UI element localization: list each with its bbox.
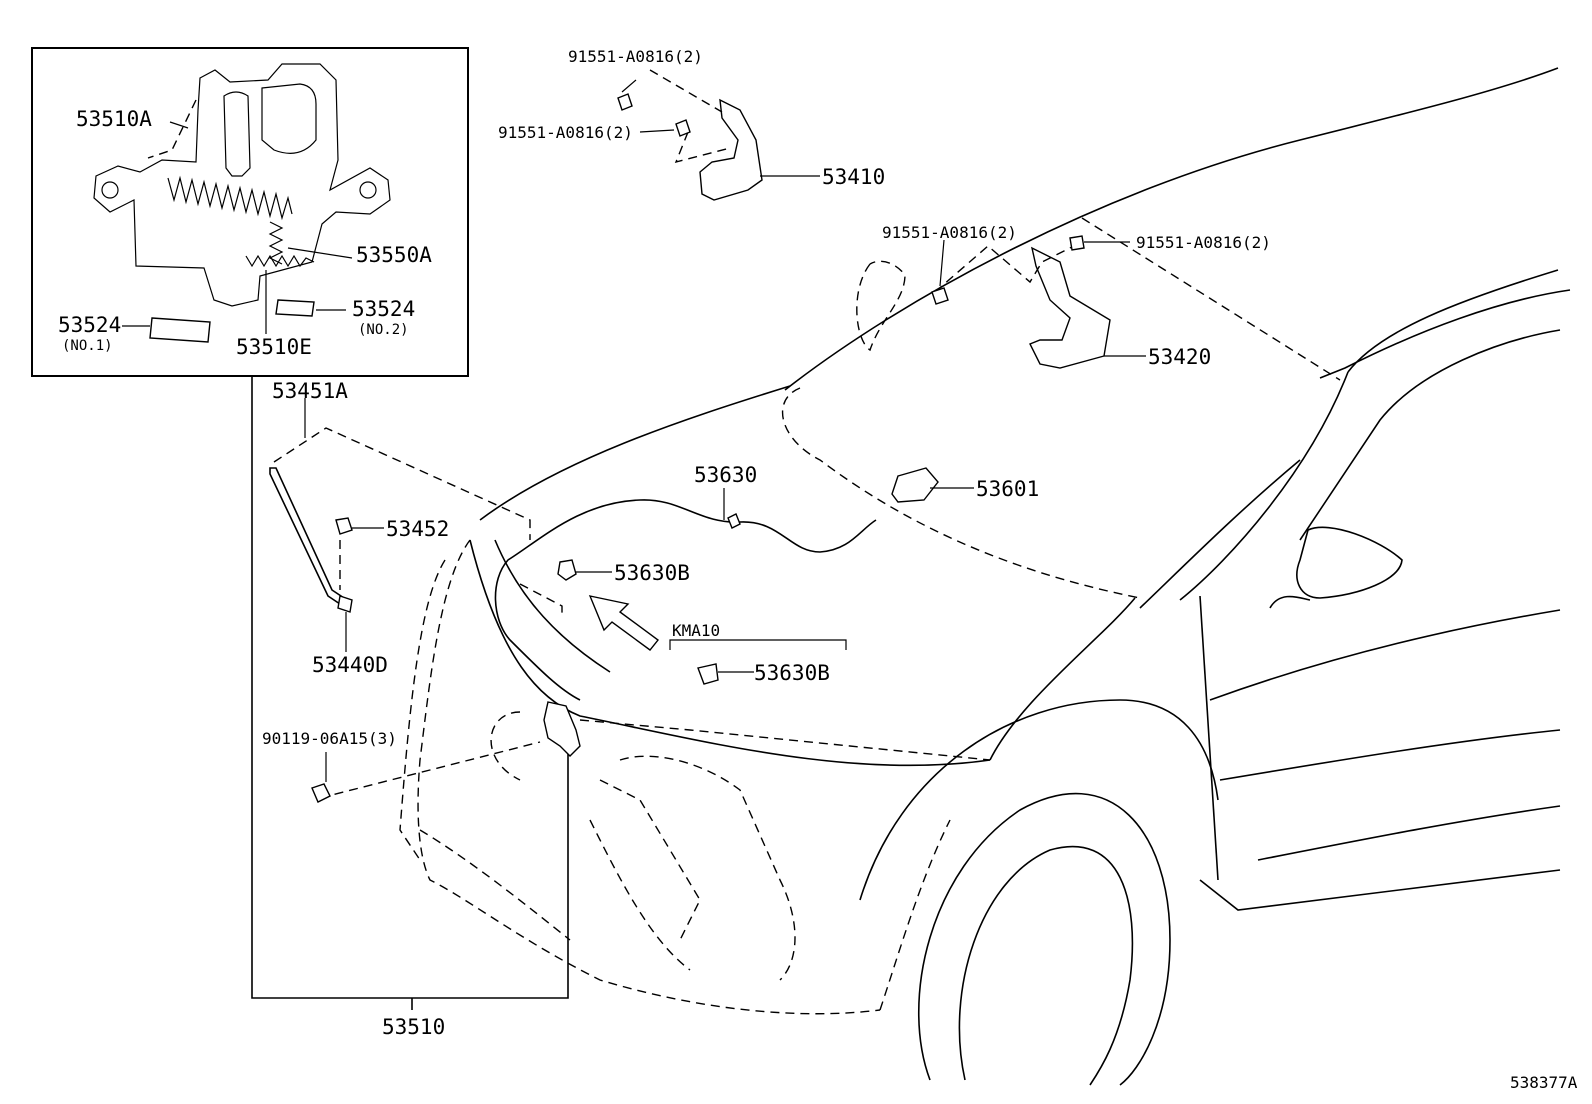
label-bolt-hinge-l-b: 91551-A0816(2) [498,123,633,142]
label-53510: 53510 [382,1015,445,1039]
hood-leading-edge [479,385,791,521]
hood-lock-assy: 90119-06A15(3) [262,701,581,803]
pad-no1-icon [149,317,211,343]
hood-support-rod-group: 53451A 53452 53440D [269,379,531,677]
hood-lock-icon [543,701,581,757]
label-53630b-b: 53630B [754,661,830,685]
label-53452: 53452 [386,517,449,541]
windshield-top [784,67,1559,391]
hinge-53410-icon [699,98,763,201]
bolt-hinge-l-b-icon [675,119,691,137]
support-rod-icon [269,467,352,610]
hood-hinge-left: 91551-A0816(2) 91551-A0816(2) 53410 [498,47,885,201]
release-cable-icon [494,499,877,701]
label-bolt-hinge-r-a: 91551-A0816(2) [882,223,1017,242]
bolt-hinge-l-a-icon [617,93,633,111]
label-53630: 53630 [694,463,757,487]
hinge-53420-icon [1029,246,1111,369]
bolt-hinge-r-a-icon [931,287,949,305]
spring-53510a [167,175,293,221]
grommet-53440d-icon [337,595,353,613]
clamp-53630b-kma-icon [697,663,719,685]
latch-arm [223,83,317,177]
label-53524-no1-sub: (NO.1) [62,338,113,354]
clip-53452-icon [335,517,353,535]
label-53510a: 53510A [76,107,152,131]
label-bolt-hinge-r-b: 91551-A0816(2) [1136,233,1271,252]
label-bolt-lock: 90119-06A15(3) [262,729,397,748]
release-cable-group: 53630 53630B KMA10 53630B [494,463,877,701]
label-53601: 53601 [976,477,1039,501]
hood-lock-inset: 53510A 53550A 53524 (NO.1) 53524 (NO.2) … [31,47,469,377]
label-53440d: 53440D [312,653,388,677]
spring-53550a [268,221,284,265]
label-bolt-hinge-l-a: 91551-A0816(2) [568,47,703,66]
label-53524-no2-sub: (NO.2) [358,322,409,338]
vehicle-body [399,67,1571,1086]
hood-outline [781,387,1141,599]
front-wheel [917,792,1171,1086]
label-53451a: 53451A [272,379,348,403]
lock-assy-bracket: 53510 [251,376,569,1039]
side-mirror [1296,526,1403,599]
bolt-hinge-r-b-icon [1069,235,1085,251]
label-53550a: 53550A [356,243,432,267]
hood-hinge-right: 91551-A0816(2) 91551-A0816(2) 53420 [882,223,1271,369]
label-53410: 53410 [822,165,885,189]
diagram-id: 538377A [1510,1073,1578,1092]
release-lever-group: 53601 [891,467,1039,503]
label-53510e: 53510E [236,335,312,359]
bolt-lock-icon [311,783,331,803]
inset-frame [31,47,469,377]
lever-53601-icon [891,467,939,503]
pad-no2-icon [275,299,315,317]
lock-plate-outline [93,63,391,307]
label-kma10: KMA10 [672,621,720,640]
grille-outline [417,539,881,1015]
label-53420: 53420 [1148,345,1211,369]
label-53524-no2: 53524 [352,297,415,321]
label-53524-no1: 53524 [58,313,121,337]
front-arrow-icon [588,595,660,651]
clamp-53630b-icon [557,559,577,581]
label-53630b-a: 53630B [614,561,690,585]
